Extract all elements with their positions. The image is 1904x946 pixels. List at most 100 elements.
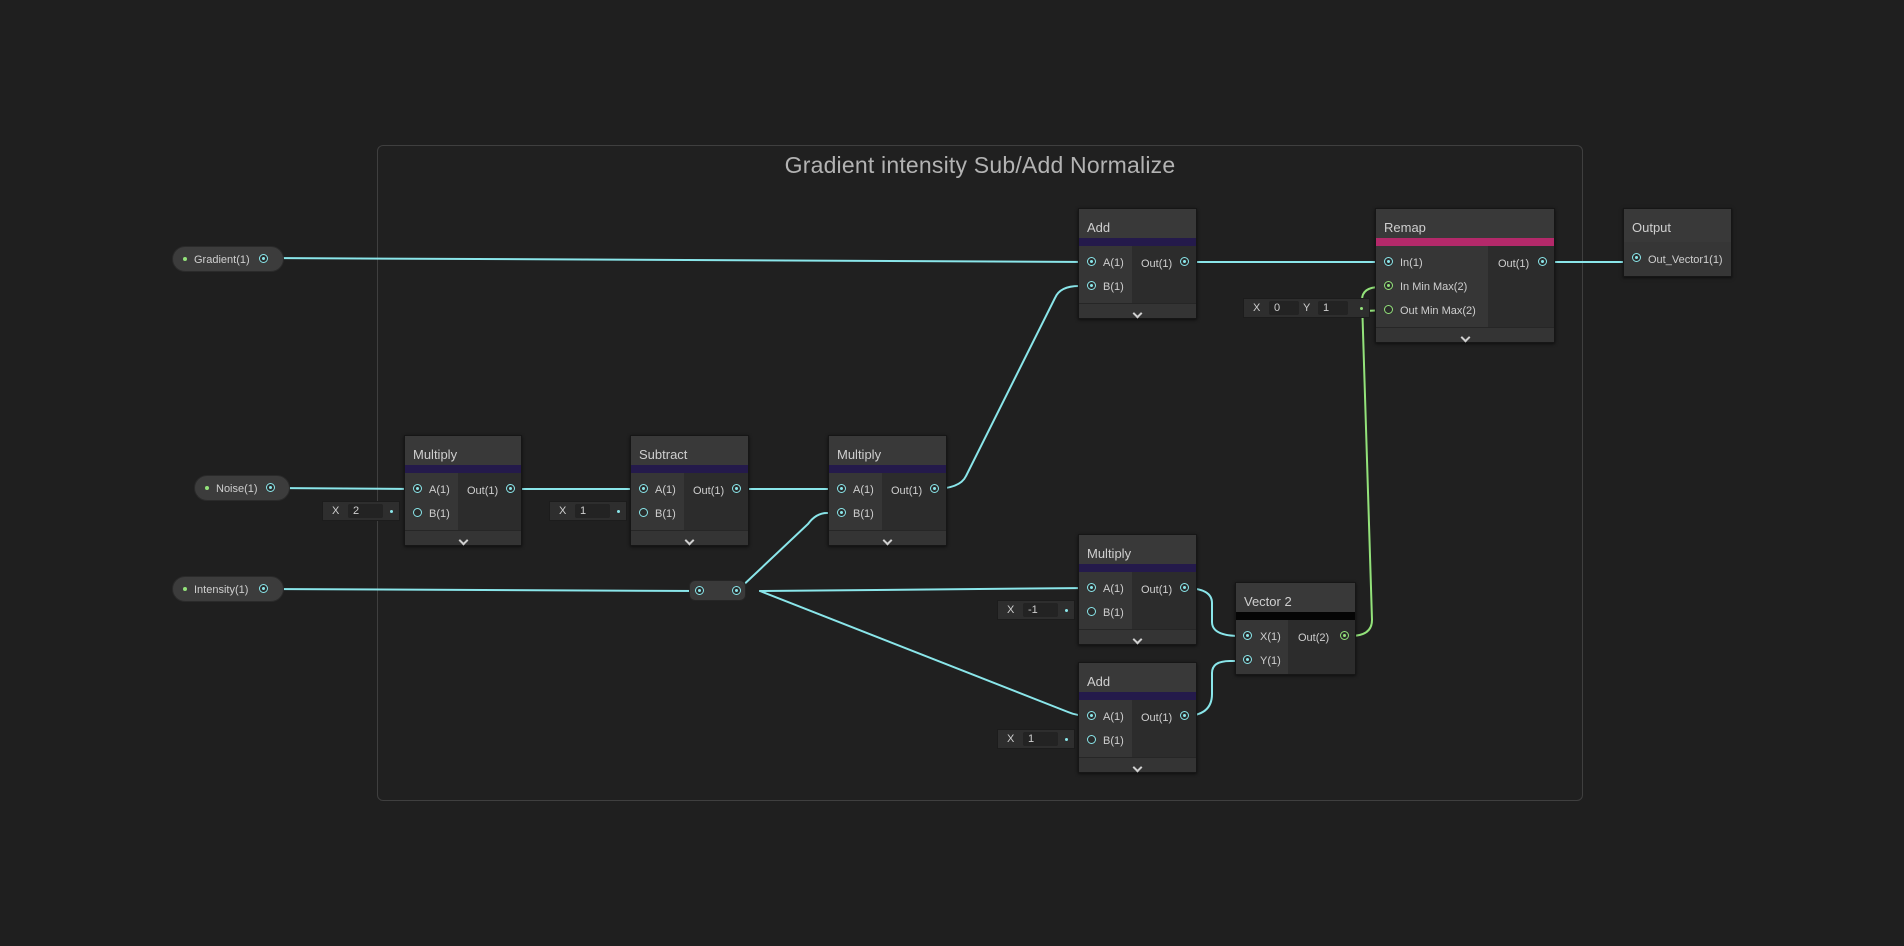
input-label-b: B(1) bbox=[1103, 607, 1124, 619]
input-port-in-minmax[interactable] bbox=[1384, 281, 1393, 290]
input-port-b[interactable] bbox=[1087, 735, 1096, 744]
node-accent-bar bbox=[1079, 238, 1196, 246]
remap-node[interactable]: Remap In(1) In Min Max(2) Out Min Max(2)… bbox=[1375, 208, 1555, 343]
group-title: Gradient intensity Sub/Add Normalize bbox=[784, 152, 1176, 178]
input-port-x[interactable] bbox=[1243, 631, 1252, 640]
chevron-down-icon bbox=[458, 535, 468, 546]
node-expand-toggle[interactable] bbox=[1376, 327, 1554, 343]
property-noise[interactable]: Noise(1) bbox=[194, 475, 290, 501]
input-port-a[interactable] bbox=[1087, 583, 1096, 592]
output-label: Out(1) bbox=[1498, 258, 1530, 270]
subtract-node[interactable]: Subtract A(1) B(1) Out(1) bbox=[630, 435, 749, 546]
multiply3-b-field[interactable]: X -1 bbox=[997, 600, 1075, 620]
input-port-a[interactable] bbox=[413, 484, 422, 493]
property-dot-icon bbox=[183, 257, 187, 261]
input-port-a[interactable] bbox=[837, 484, 846, 493]
reroute-node[interactable] bbox=[689, 580, 746, 601]
node-title: Remap bbox=[1376, 209, 1554, 238]
input-port-b[interactable] bbox=[1087, 281, 1096, 290]
field-value[interactable]: 2 bbox=[348, 504, 383, 518]
reroute-output-port[interactable] bbox=[732, 586, 741, 595]
field-value[interactable]: 1 bbox=[1023, 732, 1058, 746]
node-title: Vector 2 bbox=[1236, 583, 1355, 612]
multiply1-node[interactable]: Multiply A(1) B(1) Out(1) bbox=[404, 435, 522, 546]
field-value[interactable]: -1 bbox=[1023, 603, 1058, 617]
input-label-a: A(1) bbox=[853, 484, 874, 496]
input-port-a[interactable] bbox=[1087, 711, 1096, 720]
output-port[interactable] bbox=[930, 484, 939, 493]
multiply1-b-field[interactable]: X 2 bbox=[322, 501, 400, 521]
node-accent-bar bbox=[1079, 692, 1196, 700]
remap-outminmax-field[interactable]: X 0 Y 1 bbox=[1243, 298, 1370, 318]
input-label-x: X(1) bbox=[1260, 631, 1281, 643]
multiply3-node[interactable]: Multiply A(1) B(1) Out(1) bbox=[1078, 534, 1197, 645]
property-output-port[interactable] bbox=[259, 584, 268, 593]
field-y-label: Y bbox=[1303, 302, 1311, 314]
property-dot-icon bbox=[183, 587, 187, 591]
output-port[interactable] bbox=[1180, 711, 1189, 720]
output-label: Out(1) bbox=[1141, 584, 1173, 596]
output-label: Out(1) bbox=[693, 485, 725, 497]
node-accent-bar bbox=[631, 465, 748, 473]
output-port[interactable] bbox=[506, 484, 515, 493]
multiply2-node[interactable]: Multiply A(1) B(1) Out(1) bbox=[828, 435, 947, 546]
field-value[interactable]: 1 bbox=[575, 504, 610, 518]
property-output-port[interactable] bbox=[266, 483, 275, 492]
field-x-value[interactable]: 0 bbox=[1269, 301, 1299, 315]
input-label-a: A(1) bbox=[1103, 711, 1124, 723]
field-label: X bbox=[1007, 604, 1015, 616]
input-label-a: A(1) bbox=[655, 484, 676, 496]
field-label: X bbox=[332, 505, 340, 517]
add-top-node[interactable]: Add A(1) B(1) Out(1) bbox=[1078, 208, 1197, 319]
input-label-in: In(1) bbox=[1400, 257, 1423, 269]
node-expand-toggle[interactable] bbox=[405, 530, 521, 546]
node-title: Subtract bbox=[631, 436, 748, 465]
field-connector-dot bbox=[617, 510, 620, 513]
output-port[interactable] bbox=[1180, 257, 1189, 266]
property-label: Noise(1) bbox=[216, 483, 258, 495]
input-port-a[interactable] bbox=[639, 484, 648, 493]
node-title: Add bbox=[1079, 663, 1196, 692]
vector2-node[interactable]: Vector 2 X(1) Y(1) Out(2) bbox=[1235, 582, 1356, 675]
add-bottom-node[interactable]: Add A(1) B(1) Out(1) bbox=[1078, 662, 1197, 773]
input-port-in[interactable] bbox=[1384, 257, 1393, 266]
node-expand-toggle[interactable] bbox=[631, 530, 748, 546]
input-label-a: A(1) bbox=[1103, 583, 1124, 595]
property-dot-icon bbox=[205, 486, 209, 490]
input-label-b: B(1) bbox=[853, 508, 874, 520]
add-bottom-b-field[interactable]: X 1 bbox=[997, 729, 1075, 749]
input-port-y[interactable] bbox=[1243, 655, 1252, 664]
input-port-b[interactable] bbox=[837, 508, 846, 517]
input-port-a[interactable] bbox=[1087, 257, 1096, 266]
output-port[interactable] bbox=[1340, 631, 1349, 640]
node-expand-toggle[interactable] bbox=[829, 530, 946, 546]
output-port[interactable] bbox=[1180, 583, 1189, 592]
input-port-out-minmax[interactable] bbox=[1384, 305, 1393, 314]
reroute-input-port[interactable] bbox=[695, 586, 704, 595]
field-y-value[interactable]: 1 bbox=[1318, 301, 1348, 315]
subtract-b-field[interactable]: X 1 bbox=[549, 501, 627, 521]
property-output-port[interactable] bbox=[259, 254, 268, 263]
property-gradient[interactable]: Gradient(1) bbox=[172, 246, 284, 272]
input-port-b[interactable] bbox=[1087, 607, 1096, 616]
input-port-b[interactable] bbox=[639, 508, 648, 517]
node-title: Multiply bbox=[1079, 535, 1196, 564]
output-port[interactable] bbox=[732, 484, 741, 493]
node-title: Multiply bbox=[829, 436, 946, 465]
input-label-b: B(1) bbox=[429, 508, 450, 520]
input-label-out-vector1: Out_Vector1(1) bbox=[1648, 254, 1723, 266]
output-label: Out(1) bbox=[1141, 258, 1173, 270]
input-label-b: B(1) bbox=[655, 508, 676, 520]
node-expand-toggle[interactable] bbox=[1079, 757, 1196, 773]
property-intensity[interactable]: Intensity(1) bbox=[172, 576, 284, 602]
chevron-down-icon bbox=[1132, 634, 1143, 645]
node-expand-toggle[interactable] bbox=[1079, 303, 1196, 319]
output-port[interactable] bbox=[1538, 257, 1547, 266]
input-port-b[interactable] bbox=[413, 508, 422, 517]
input-label-b: B(1) bbox=[1103, 281, 1124, 293]
node-expand-toggle[interactable] bbox=[1079, 629, 1196, 645]
output-node[interactable]: Output Out_Vector1(1) bbox=[1623, 208, 1732, 277]
input-label-y: Y(1) bbox=[1260, 655, 1281, 667]
input-port-out-vector1[interactable] bbox=[1632, 253, 1641, 262]
field-x-label: X bbox=[1253, 302, 1261, 314]
